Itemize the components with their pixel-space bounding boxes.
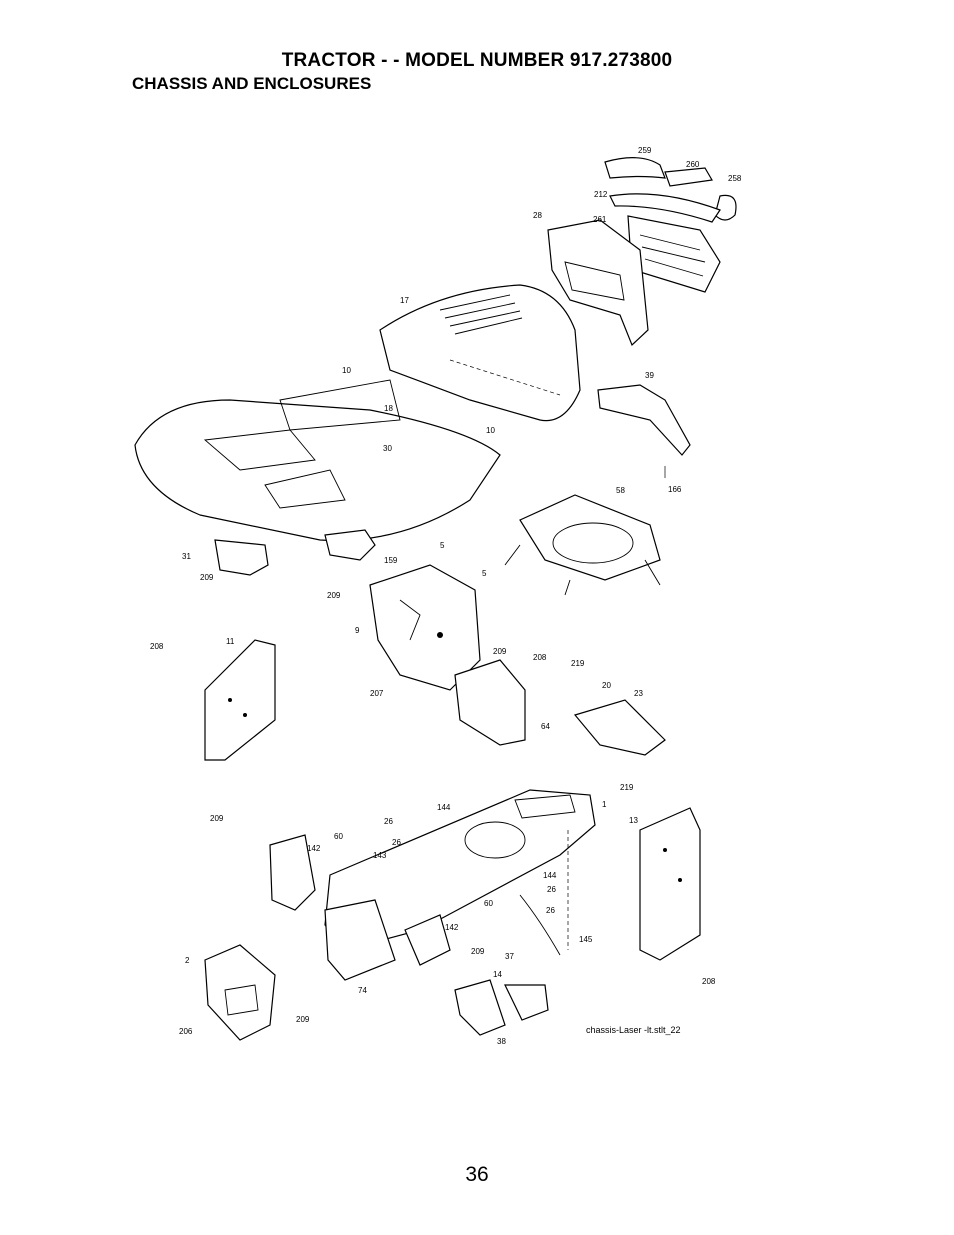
callout-label: 23 (634, 689, 643, 698)
dash-panel-part (369, 564, 481, 691)
page-title: TRACTOR - - MODEL NUMBER 917.273800 (281, 50, 673, 71)
callout-label: 207 (370, 689, 384, 698)
callout-label: 208 (533, 653, 547, 662)
callout-label: 261 (593, 215, 607, 224)
section-title: CHASSIS AND ENCLOSURES (132, 74, 372, 93)
small-brackets (214, 384, 691, 576)
callout-label: 258 (728, 174, 742, 183)
callout-label: 13 (629, 816, 638, 825)
callout-label: 144 (543, 871, 557, 880)
callout-label: 58 (616, 486, 625, 495)
callout-label: 209 (471, 947, 485, 956)
callout-label: 37 (505, 952, 514, 961)
callout-label: 26 (384, 817, 393, 826)
callout-label: 166 (668, 485, 682, 494)
callout-label: 14 (493, 970, 502, 979)
callout-label: 17 (400, 296, 409, 305)
callout-label: 1 (602, 800, 607, 809)
callout-label: 206 (179, 1027, 193, 1036)
mount-brackets (454, 659, 666, 756)
callout-label: 28 (533, 211, 542, 220)
fender-part (134, 379, 501, 542)
callout-label: 26 (547, 885, 556, 894)
callout-label: 74 (358, 986, 367, 995)
callout-label: 5 (482, 569, 487, 578)
callout-label: 5 (440, 541, 445, 550)
callout-label: 31 (182, 552, 191, 561)
callout-label: 38 (497, 1037, 506, 1046)
callout-label: 209 (327, 591, 341, 600)
callout-label: 26 (546, 906, 555, 915)
callout-label: 209 (200, 573, 214, 582)
callout-label: 208 (150, 642, 164, 651)
callout-label: 30 (383, 444, 392, 453)
callout-label: 208 (702, 977, 716, 986)
callout-label: 18 (384, 404, 393, 413)
callout-label: 10 (486, 426, 495, 435)
callout-label: 142 (445, 923, 459, 932)
callout-label: 11 (226, 637, 235, 646)
hood-part (379, 284, 581, 422)
callout-label: 219 (571, 659, 585, 668)
callout-label: 2 (185, 956, 190, 965)
seat-pan-part (504, 494, 661, 596)
callout-label: 212 (594, 190, 608, 199)
side-panels (204, 639, 701, 961)
callout-label: 219 (620, 783, 634, 792)
callout-label: 209 (210, 814, 224, 823)
callout-label: 39 (645, 371, 654, 380)
callout-label: 209 (493, 647, 507, 656)
callout-label: 209 (296, 1015, 310, 1024)
page-number: 36 (465, 1163, 489, 1186)
callout-label: 60 (484, 899, 493, 908)
callout-label: 143 (373, 851, 387, 860)
callout-label: 26 (392, 838, 401, 847)
front-panel-part (204, 834, 561, 1041)
callout-label: 60 (334, 832, 343, 841)
diagram-filename: chassis-Laser -lt.stlt_22 (586, 1025, 681, 1035)
callout-label: 260 (686, 160, 700, 169)
callout-label: 144 (437, 803, 451, 812)
callout-label: 159 (384, 556, 398, 565)
callout-label: 142 (307, 844, 321, 853)
callout-labels: 259 260 258 212 28 261 17 10 18 39 10 30… (150, 146, 742, 1046)
grille-assembly (547, 157, 737, 347)
callout-label: 145 (579, 935, 593, 944)
callout-label: 10 (342, 366, 351, 375)
callout-label: 20 (602, 681, 611, 690)
callout-label: 259 (638, 146, 652, 155)
callout-label: 64 (541, 722, 550, 731)
callout-label: 9 (355, 626, 360, 635)
